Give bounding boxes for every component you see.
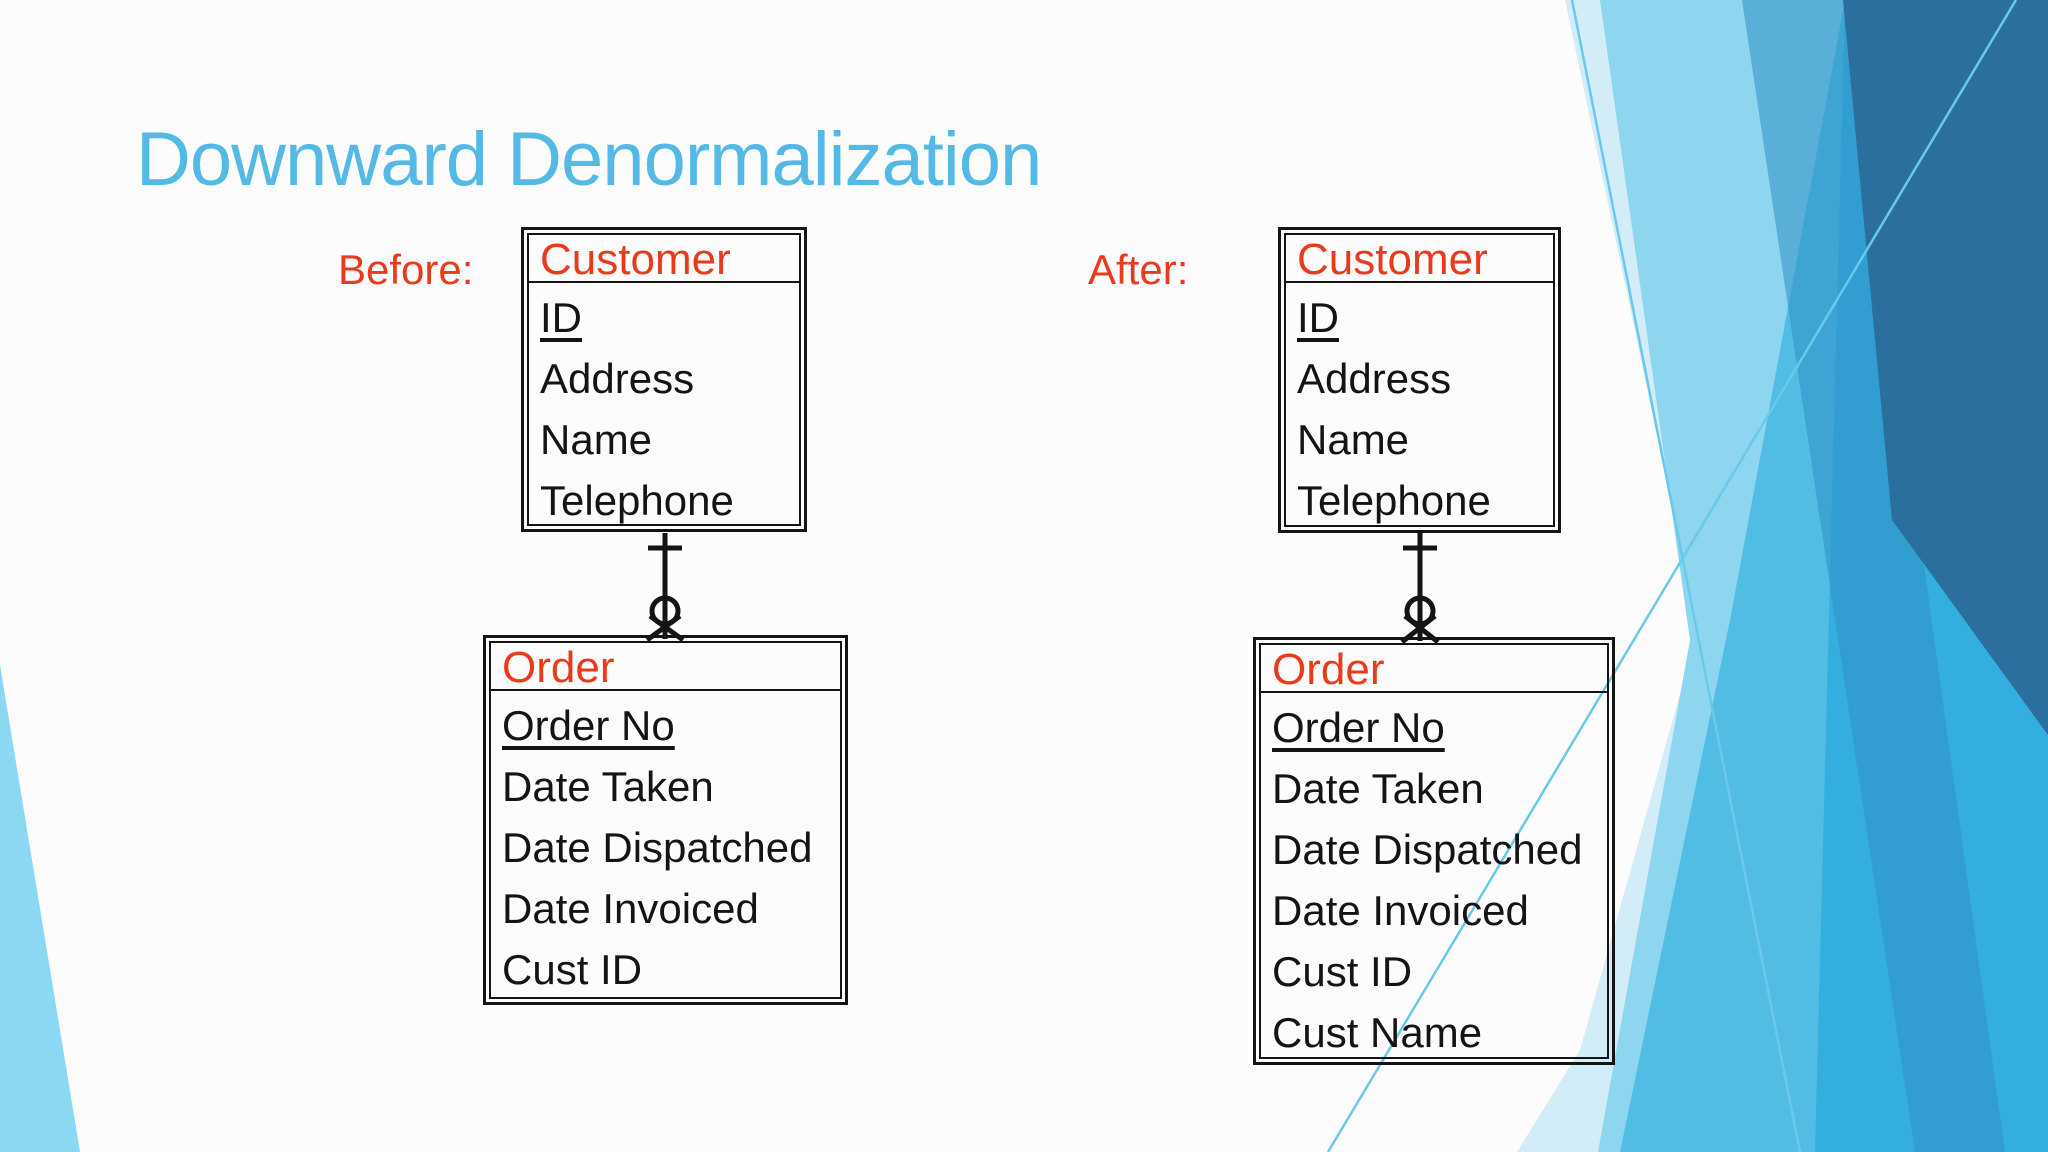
page-title: Downward Denormalization — [136, 117, 1042, 202]
entity-title: Customer — [1286, 235, 1553, 284]
diagonal-accent-line — [1570, 0, 1802, 1152]
entity-field-pk: Order No — [502, 702, 675, 749]
entity-field: Date Invoiced — [1272, 887, 1529, 934]
entity-field: Cust ID — [1272, 948, 1413, 995]
entity-field: Name — [1297, 416, 1410, 463]
entity-inner-border: Customer ID Address Name Telephone — [527, 233, 801, 526]
entity-order-before: Order Order No Date Taken Date Dispatche… — [483, 635, 848, 1005]
relationship-connector-before — [645, 533, 685, 643]
facet-band-shape — [1742, 0, 2005, 1152]
entity-inner-border: Customer ID Address Name Telephone — [1284, 233, 1555, 527]
entity-field-pk: Order No — [1272, 704, 1445, 751]
entity-field-list: Order No Date Taken Date Dispatched Date… — [491, 691, 840, 1000]
entity-field: Address — [540, 355, 695, 402]
facet-dark-shape — [1843, 0, 2048, 735]
entity-title: Order — [491, 643, 840, 692]
entity-field: Date Taken — [1272, 765, 1484, 812]
entity-field: Cust Name — [1272, 1009, 1483, 1056]
entity-field: Telephone — [1297, 477, 1491, 524]
entity-field-pk: ID — [1297, 294, 1339, 341]
entity-field: Date Dispatched — [502, 824, 813, 871]
entity-customer-before: Customer ID Address Name Telephone — [521, 227, 807, 532]
entity-field-pk: ID — [540, 294, 582, 341]
after-label: After: — [1088, 246, 1189, 293]
entity-field-list: Order No Date Taken Date Dispatched Date… — [1261, 693, 1607, 1063]
entity-field: Address — [1297, 355, 1452, 402]
zero-circle-icon — [1404, 595, 1436, 627]
diagonal-accent-line — [1326, 0, 2018, 1152]
entity-field: Telephone — [540, 477, 734, 524]
entity-title: Order — [1261, 645, 1607, 694]
entity-field: Name — [540, 416, 653, 463]
relationship-connector-after — [1400, 533, 1440, 644]
entity-order-after: Order Order No Date Taken Date Dispatche… — [1253, 637, 1615, 1065]
entity-field-list: ID Address Name Telephone — [529, 283, 799, 531]
entity-inner-border: Order Order No Date Taken Date Dispatche… — [1259, 643, 1609, 1059]
entity-customer-after: Customer ID Address Name Telephone — [1278, 227, 1561, 533]
entity-field: Date Taken — [502, 763, 714, 810]
entity-field: Cust ID — [502, 946, 643, 993]
zero-circle-icon — [649, 595, 681, 627]
before-label: Before: — [338, 246, 474, 293]
bottom-left-wedge-shape — [0, 665, 80, 1152]
entity-field: Date Dispatched — [1272, 826, 1583, 873]
entity-title: Customer — [529, 235, 799, 284]
entity-inner-border: Order Order No Date Taken Date Dispatche… — [489, 641, 842, 999]
entity-field-list: ID Address Name Telephone — [1286, 283, 1553, 531]
entity-field: Date Invoiced — [502, 885, 759, 932]
right-facet-shapes — [1326, 0, 2048, 1152]
